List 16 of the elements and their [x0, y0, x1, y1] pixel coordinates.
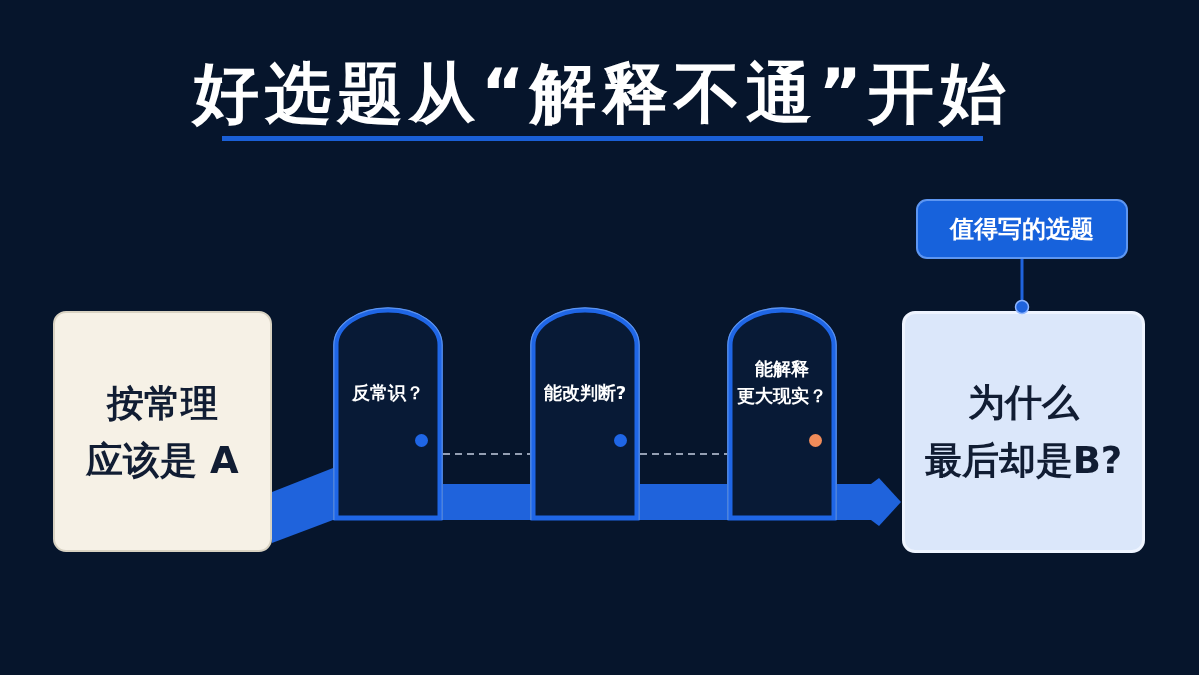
flow-band — [272, 468, 333, 543]
dashed-line — [639, 453, 728, 455]
door-label: 能解释更大现实？ — [736, 357, 828, 408]
door — [333, 307, 443, 521]
callout-tag: 值得写的选题 — [916, 199, 1128, 259]
door-label: 反常识？ — [351, 381, 425, 405]
text-card: 为什么最后却是B? — [902, 311, 1145, 553]
flow-band — [640, 484, 727, 520]
door-label: 能改判断? — [542, 381, 628, 405]
flow-band — [443, 484, 530, 520]
door — [530, 307, 640, 521]
door — [727, 307, 837, 521]
text-card: 按常理应该是 A — [53, 311, 272, 552]
leader-line — [1014, 259, 1030, 315]
title: 好选题从“解释不通”开始 — [190, 56, 1013, 132]
dashed-line — [442, 453, 531, 455]
